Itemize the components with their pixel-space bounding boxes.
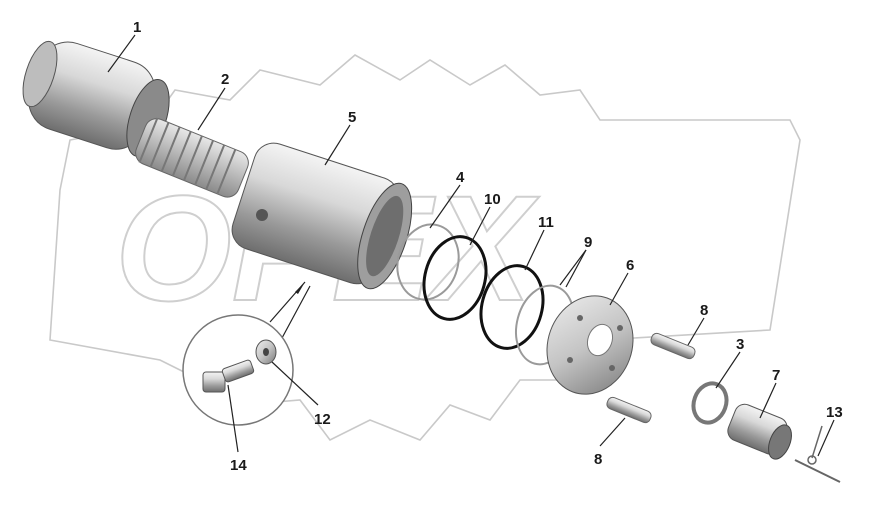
callout-7: 7 [772, 367, 780, 384]
callout-13: 13 [826, 404, 843, 421]
part-10-o-ring [422, 235, 488, 321]
watermark-gear-outline [49, 54, 801, 442]
part-4-ring [396, 223, 460, 301]
callout-4: 4 [456, 169, 465, 186]
callout-1: 1 [133, 19, 141, 36]
callout-8-upper: 8 [700, 302, 708, 319]
part-7-castle-nut [727, 403, 792, 460]
part-11-o-ring [479, 264, 545, 350]
part-8-pin-lower [606, 396, 652, 424]
callout-14: 14 [230, 457, 247, 474]
part-14-bolt [202, 359, 255, 393]
part-2-spring [135, 117, 249, 198]
callout-9: 9 [584, 234, 592, 251]
part-3-washer [691, 381, 729, 425]
callout-5: 5 [348, 109, 356, 126]
callout-2: 2 [221, 71, 229, 88]
part-6-flange [546, 295, 634, 395]
callout-11: 11 [538, 214, 554, 231]
sleeve-hole [256, 209, 268, 221]
callout-6: 6 [626, 257, 634, 274]
part-8-pin-upper [650, 332, 696, 360]
detail-inset [182, 281, 311, 426]
callout-3: 3 [736, 336, 744, 353]
callout-labels: 1 2 5 4 10 11 9 6 8 3 7 13 8 12 14 [133, 19, 843, 474]
callout-12: 12 [314, 411, 331, 428]
callout-8-lower: 8 [594, 451, 602, 468]
part-12-washer-small [255, 339, 277, 365]
callout-10: 10 [484, 191, 501, 208]
part-13-cotter-pin [794, 425, 841, 483]
part-5-sleeve [231, 142, 413, 290]
leader-lines [107, 34, 835, 457]
